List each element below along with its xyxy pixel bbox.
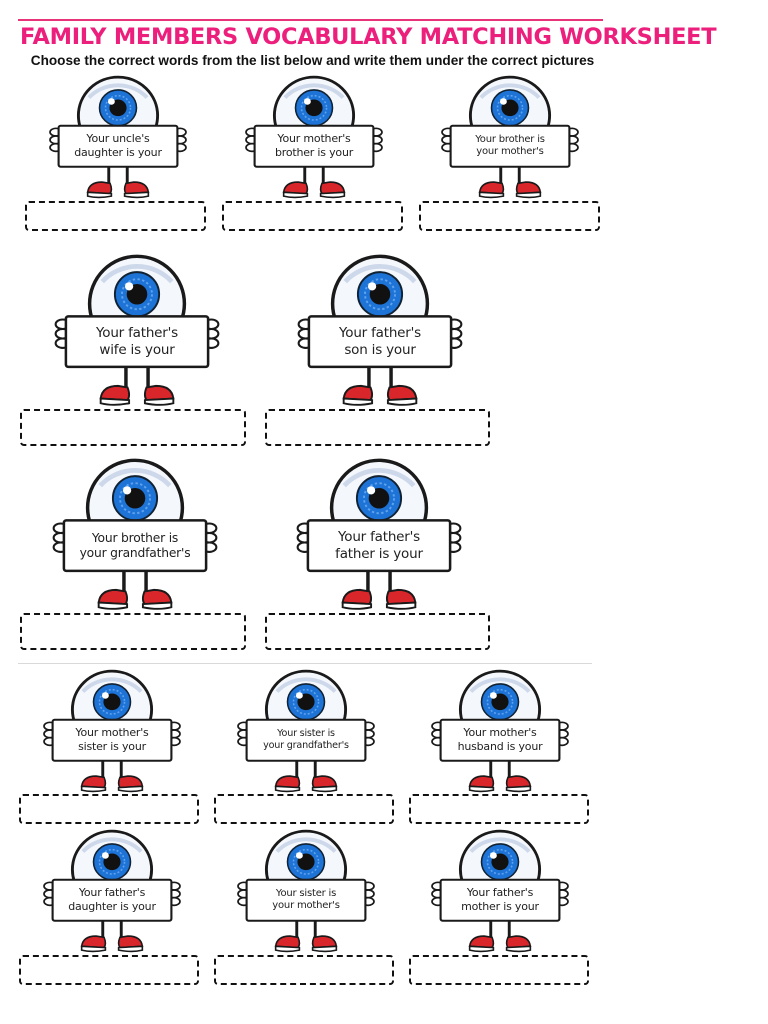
answer-box[interactable] xyxy=(409,794,589,824)
sign-board xyxy=(51,718,173,762)
answer-box[interactable] xyxy=(19,794,199,824)
clue-text: Your brother is your grandfather's xyxy=(79,530,191,560)
eyeball-character: Your mother's husband is your xyxy=(431,666,569,794)
shoes-icon xyxy=(80,775,144,793)
shoes-icon xyxy=(341,588,417,610)
shoes-icon xyxy=(99,384,175,406)
eyeball-character: Your father's son is your xyxy=(297,250,463,408)
clue-text: Your sister is your grandfather's xyxy=(263,728,349,751)
answer-box[interactable] xyxy=(214,794,394,824)
clue-text: Your uncle's daughter is your xyxy=(74,132,162,159)
worksheet-instructions: Choose the correct words from the list b… xyxy=(30,53,595,68)
eyeball-character: Your father's wife is your xyxy=(54,250,220,408)
sign-board xyxy=(57,124,179,168)
eyeball-mascot-illustration xyxy=(431,829,569,953)
sign-board xyxy=(245,878,367,922)
eyeball-character: Your mother's brother is your xyxy=(245,72,383,200)
sign-board xyxy=(245,718,367,762)
shoes-icon xyxy=(478,181,542,199)
answer-box[interactable] xyxy=(20,409,246,446)
clue-text: Your father's mother is your xyxy=(461,886,539,913)
sign-board xyxy=(439,878,561,922)
answer-box[interactable] xyxy=(19,955,199,985)
eyeball-character: Your sister is your mother's xyxy=(237,826,375,954)
clue-text: Your mother's brother is your xyxy=(274,132,354,159)
answer-box[interactable] xyxy=(214,955,394,985)
clue-text: Your father's daughter is your xyxy=(68,886,156,913)
eyeball-character: Your father's daughter is your xyxy=(43,826,181,954)
legs-icon xyxy=(124,366,150,390)
eyeball-mascot-illustration xyxy=(431,669,569,793)
clue-text: Your brother is your mother's xyxy=(475,133,545,158)
answer-box[interactable] xyxy=(419,201,600,231)
worksheet-title: FAMILY MEMBERS VOCABULARY MATCHING WORKS… xyxy=(20,24,717,50)
eyeball-mascot-illustration xyxy=(237,669,375,793)
clue-text: Your father's father is your xyxy=(335,529,423,562)
sign-board xyxy=(62,519,208,573)
clue-text: Your sister is your mother's xyxy=(272,887,340,912)
answer-box[interactable] xyxy=(409,955,589,985)
legs-icon xyxy=(489,920,511,939)
legs-icon xyxy=(489,760,511,779)
eyeball-character: Your father's mother is your xyxy=(431,826,569,954)
sign-board xyxy=(306,519,452,573)
legs-icon xyxy=(122,570,148,594)
answer-box[interactable] xyxy=(265,409,490,446)
shoes-icon xyxy=(342,384,418,406)
eyeball-character: Your brother is your mother's xyxy=(441,72,579,200)
legs-icon xyxy=(107,166,129,185)
sign-board xyxy=(307,315,453,369)
answer-box[interactable] xyxy=(20,613,246,650)
eyeball-mascot-illustration xyxy=(245,75,383,199)
eyeball-mascot-illustration xyxy=(296,458,462,610)
eyeball-mascot-illustration xyxy=(441,75,579,199)
answer-box[interactable] xyxy=(222,201,403,231)
eyeball-character: Your uncle's daughter is your xyxy=(49,72,187,200)
shoes-icon xyxy=(97,588,173,610)
section-divider xyxy=(18,663,592,664)
eyeball-mascot-illustration xyxy=(54,254,220,406)
top-divider xyxy=(18,19,603,21)
legs-icon xyxy=(101,760,123,779)
eyeball-mascot-illustration xyxy=(52,458,218,610)
eyeball-character: Your father's father is your xyxy=(296,454,462,612)
legs-icon xyxy=(295,920,317,939)
eyeball-mascot-illustration xyxy=(43,669,181,793)
legs-icon xyxy=(367,366,393,390)
clue-text: Your father's wife is your xyxy=(96,325,178,358)
eyeball-character: Your sister is your grandfather's xyxy=(237,666,375,794)
eyeball-character: Your brother is your grandfather's xyxy=(52,454,218,612)
shoes-icon xyxy=(274,935,338,953)
legs-icon xyxy=(295,760,317,779)
shoes-icon xyxy=(282,181,346,199)
shoes-icon xyxy=(80,935,144,953)
answer-box[interactable] xyxy=(25,201,206,231)
legs-icon xyxy=(499,166,521,185)
eyeball-mascot-illustration xyxy=(43,829,181,953)
clue-text: Your mother's sister is your xyxy=(75,726,149,753)
shoes-icon xyxy=(274,775,338,793)
legs-icon xyxy=(303,166,325,185)
eyeball-mascot-illustration xyxy=(49,75,187,199)
shoes-icon xyxy=(86,181,150,199)
clue-text: Your mother's husband is your xyxy=(457,726,543,753)
eyeball-mascot-illustration xyxy=(297,254,463,406)
clue-text: Your father's son is your xyxy=(339,325,421,358)
shoes-icon xyxy=(468,775,532,793)
sign-board xyxy=(439,718,561,762)
sign-board xyxy=(51,878,173,922)
eyeball-mascot-illustration xyxy=(237,829,375,953)
legs-icon xyxy=(101,920,123,939)
sign-board xyxy=(64,315,210,369)
answer-box[interactable] xyxy=(265,613,490,650)
shoes-icon xyxy=(468,935,532,953)
eyeball-character: Your mother's sister is your xyxy=(43,666,181,794)
sign-board xyxy=(253,124,375,168)
sign-board xyxy=(449,124,571,168)
legs-icon xyxy=(366,570,392,594)
